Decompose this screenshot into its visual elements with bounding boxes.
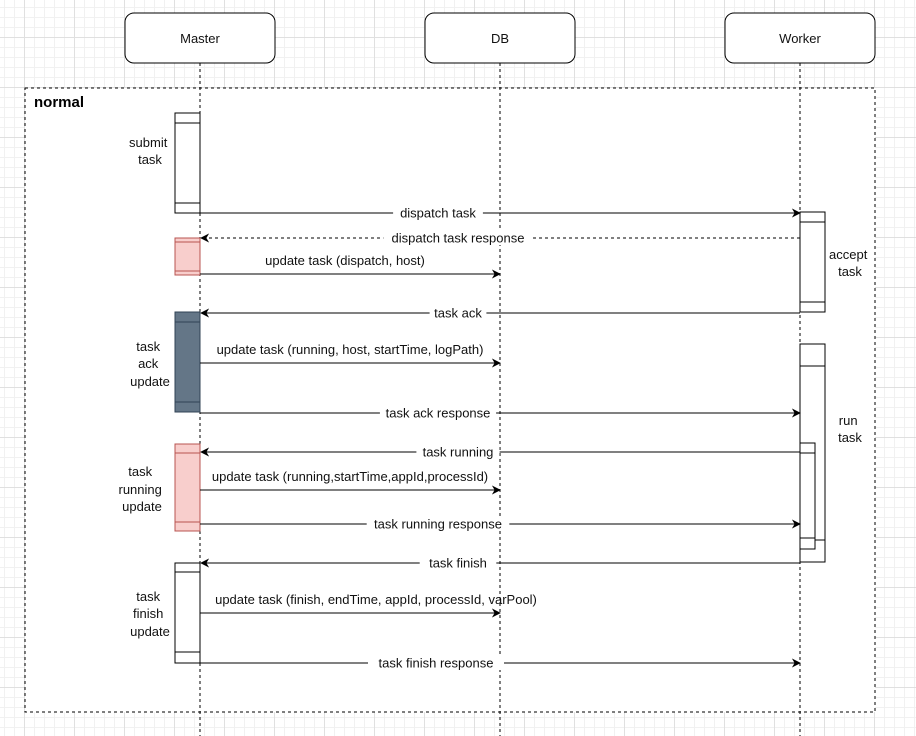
- message-arrow[interactable]: task ack response: [200, 406, 801, 421]
- message-arrow[interactable]: task ack: [200, 306, 800, 321]
- message-label: dispatch task response: [392, 231, 525, 246]
- participant-label: DB: [491, 31, 509, 46]
- activation-accept-task[interactable]: [799, 211, 826, 313]
- activation-task-running-update[interactable]: [174, 443, 201, 532]
- message-arrow[interactable]: update task (running, host, startTime, l…: [200, 342, 501, 368]
- message-arrow[interactable]: dispatch task: [200, 206, 801, 221]
- message-label: task ack: [434, 306, 482, 321]
- activation-label: run task: [838, 413, 862, 445]
- label-background: [368, 656, 504, 670]
- message-arrow[interactable]: dispatch task response: [200, 231, 800, 246]
- activation-run-task-inner[interactable]: [799, 442, 816, 550]
- label-background: [416, 445, 500, 459]
- message-arrow[interactable]: update task (dispatch, host): [200, 253, 501, 279]
- activation-label: task finish update: [130, 589, 170, 639]
- activation-label: task running update: [119, 464, 166, 514]
- message-arrow[interactable]: task finish: [200, 556, 800, 571]
- message-label: dispatch task: [400, 206, 476, 221]
- message-arrow[interactable]: update task (running,startTime,appId,pro…: [200, 469, 501, 495]
- activation-task-finish-update[interactable]: [174, 562, 201, 664]
- activation-task-ack-update[interactable]: [174, 311, 201, 413]
- participant-worker[interactable]: Worker: [724, 12, 876, 64]
- message-label: task running response: [374, 517, 502, 532]
- message-label: task ack response: [386, 406, 491, 421]
- activation-label: accept task: [829, 247, 871, 279]
- activation-dispatch-update[interactable]: [174, 237, 201, 276]
- participant-db[interactable]: DB: [424, 12, 576, 64]
- label-background: [383, 231, 533, 245]
- participant-label: Master: [180, 31, 220, 46]
- message-arrow[interactable]: task running response: [200, 517, 801, 532]
- frame-normal: [24, 87, 876, 713]
- message-label: update task (dispatch, host): [265, 253, 425, 268]
- message-label: update task (finish, endTime, appId, pro…: [215, 592, 537, 607]
- activation-label: task ack update: [130, 339, 170, 389]
- message-label: update task (running, host, startTime, l…: [217, 342, 484, 357]
- label-background: [366, 517, 510, 531]
- frame-label: normal: [34, 94, 84, 111]
- message-arrow[interactable]: update task (finish, endTime, appId, pro…: [200, 592, 537, 618]
- participant-master[interactable]: Master: [124, 12, 276, 64]
- message-label: update task (running,startTime,appId,pro…: [212, 469, 488, 484]
- activation-label: submit task: [129, 135, 171, 167]
- label-background: [379, 406, 497, 420]
- activation-submit-task[interactable]: [174, 112, 201, 214]
- message-label: task finish: [429, 556, 487, 571]
- label-background: [419, 556, 497, 570]
- label-background: [393, 206, 483, 220]
- label-background: [429, 306, 487, 320]
- message-label: task running: [423, 445, 494, 460]
- participant-label: Worker: [779, 31, 821, 46]
- message-arrow[interactable]: task running: [200, 445, 800, 460]
- message-arrow[interactable]: task finish response: [200, 656, 801, 671]
- message-label: task finish response: [379, 656, 494, 671]
